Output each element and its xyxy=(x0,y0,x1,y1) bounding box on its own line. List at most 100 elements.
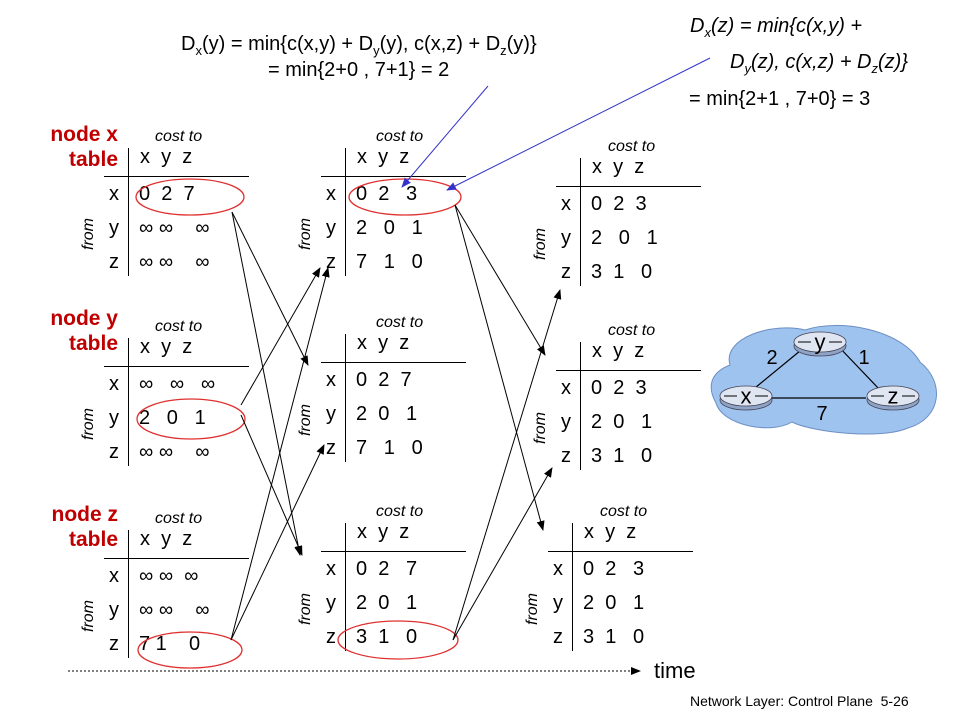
cost-to-label: cost to xyxy=(376,128,424,145)
table-header-rule xyxy=(321,176,466,177)
column-header: x y z xyxy=(584,521,637,543)
table-row-rule xyxy=(128,338,129,466)
table-row-values: 2 0 1 xyxy=(139,407,206,429)
column-header: x y z xyxy=(357,146,410,168)
table-header-rule xyxy=(321,362,466,363)
column-header: x y z xyxy=(357,521,410,543)
equation-left-line2: = min{2+0 , 7+1} = 2 xyxy=(268,59,450,81)
row-label-y: y xyxy=(326,403,336,425)
cost-to-label: cost to xyxy=(608,322,656,339)
cost-to-label: cost to xyxy=(608,138,656,155)
table-row-values: ∞ ∞ ∞ xyxy=(139,251,210,273)
table-row-values: ∞ ∞ ∞ xyxy=(139,373,216,395)
table-row-values: 2 0 1 xyxy=(356,217,423,239)
highlight-oval xyxy=(137,631,243,669)
router-node-top xyxy=(719,385,773,407)
edge-cost-x-z: 7 xyxy=(816,403,827,425)
update-arrow xyxy=(230,267,330,641)
highlight-oval xyxy=(136,398,246,440)
row-label-z: z xyxy=(561,445,571,467)
table-row-values: ∞ ∞ ∞ xyxy=(139,599,210,621)
cost-to-label: cost to xyxy=(376,503,424,520)
table-row-rule xyxy=(345,148,346,276)
graph-node-label-x: x xyxy=(741,384,752,409)
row-label-x: x xyxy=(561,193,571,215)
time-axis-label: time xyxy=(654,658,696,683)
table-row-values: 0 2 7 xyxy=(356,558,418,580)
row-label-x: x xyxy=(326,369,336,391)
table-row-rule xyxy=(345,523,346,651)
table-row-values: 0 2 7 xyxy=(139,183,195,205)
router-node-top xyxy=(866,385,920,407)
equation-right-line2: Dy(z), c(x,z) + Dz(z)} xyxy=(730,51,908,76)
cost-to-label: cost to xyxy=(376,314,424,331)
table-header-rule xyxy=(104,176,249,177)
table-row-values: 3 1 0 xyxy=(583,626,645,648)
graph-node-label-y: y xyxy=(815,330,826,355)
table-row-values: 7 1 0 xyxy=(356,437,423,459)
equation-right-line3: = min{2+1 , 7+0} = 3 xyxy=(689,88,871,110)
table-row-rule xyxy=(345,334,346,462)
row-label-z: z xyxy=(326,251,336,273)
table-row-rule xyxy=(128,148,129,276)
equation-right-line1: Dx(z) = min{c(x,y) + xyxy=(690,15,863,40)
table-row-values: 3 1 0 xyxy=(591,261,653,283)
table-row-rule xyxy=(580,342,581,470)
column-header: x y z xyxy=(140,146,193,168)
row-label-y: y xyxy=(109,599,119,621)
row-label-x: x xyxy=(109,183,119,205)
table-row-values: 0 2 3 xyxy=(591,193,647,215)
row-label-x: x xyxy=(109,373,119,395)
table-header-rule xyxy=(321,551,466,552)
row-label-y: y xyxy=(109,407,119,429)
table-row-values: ∞ ∞ ∞ xyxy=(139,217,210,239)
table-row-values: 0 2 3 xyxy=(583,558,645,580)
row-label-y: y xyxy=(561,227,571,249)
column-header: x y z xyxy=(140,528,193,550)
table-row-values: 0 2 7 xyxy=(356,369,412,391)
table-header-rule xyxy=(548,551,693,552)
update-arrow xyxy=(452,467,553,641)
update-arrow xyxy=(231,211,303,556)
update-arrow xyxy=(230,444,325,641)
row-label-x: x xyxy=(561,377,571,399)
table-row-values: 2 0 1 xyxy=(591,227,658,249)
row-label-z: z xyxy=(326,437,336,459)
update-arrow xyxy=(231,211,309,366)
table-header-rule xyxy=(556,186,701,187)
highlight-oval xyxy=(135,178,245,216)
highlight-oval xyxy=(337,620,459,660)
equation-arrow xyxy=(401,85,489,188)
table-row-values: 3 1 0 xyxy=(356,626,418,648)
table-row-values: 3 1 0 xyxy=(591,445,653,467)
equation-left-line1: Dx(y) = min{c(x,y) + Dy(y), c(x,z) + Dz(… xyxy=(181,33,537,58)
update-arrow xyxy=(452,289,562,641)
cost-to-label: cost to xyxy=(155,510,203,527)
update-arrow xyxy=(454,204,545,531)
row-label-z: z xyxy=(109,441,119,463)
row-label-x: x xyxy=(326,558,336,580)
table-row-rule xyxy=(580,158,581,286)
table-row-rule xyxy=(572,523,573,651)
cost-to-label: cost to xyxy=(600,503,648,520)
row-label-y: y xyxy=(326,217,336,239)
table-header-rule xyxy=(104,366,249,367)
row-label-z: z xyxy=(561,261,571,283)
table-row-values: ∞ ∞ ∞ xyxy=(139,565,199,587)
edge-cost-x-y: 2 xyxy=(766,347,777,369)
edge-x-y xyxy=(749,345,807,393)
table-row-values: 0 2 3 xyxy=(356,183,418,205)
table-row-rule xyxy=(128,530,129,658)
update-arrow xyxy=(454,204,546,356)
graph-node-label-z: z xyxy=(888,384,899,409)
cost-to-label: cost to xyxy=(155,318,203,335)
highlight-oval xyxy=(348,178,462,216)
table-header-rule xyxy=(104,558,249,559)
column-header: x y z xyxy=(592,156,645,178)
column-header: x y z xyxy=(592,340,645,362)
table-row-values: 2 0 1 xyxy=(356,403,418,425)
cost-to-label: cost to xyxy=(155,128,203,145)
